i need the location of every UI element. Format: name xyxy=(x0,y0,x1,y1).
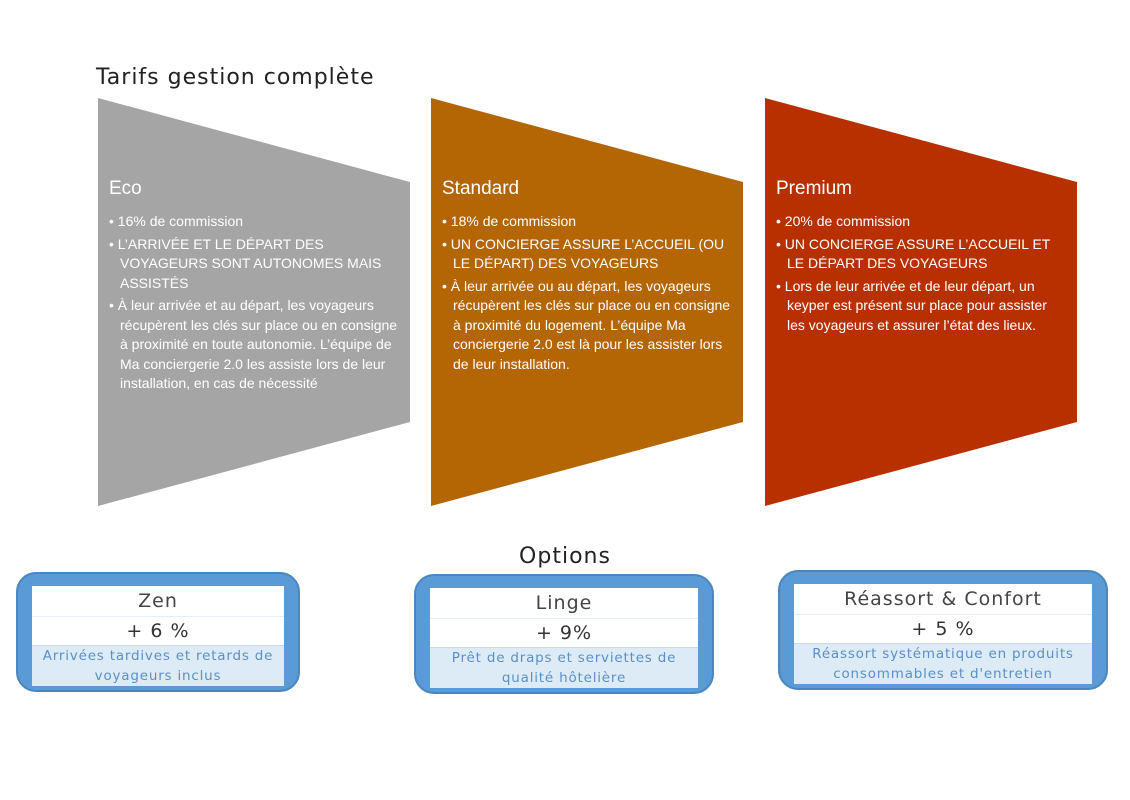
plan-feature: UN CONCIERGE ASSURE L’ACCUEIL (OU LE DÉP… xyxy=(442,235,733,274)
option-card: Zen + 6 % Arrivées tardives et retards d… xyxy=(32,586,284,686)
plan-name: Eco xyxy=(109,178,142,199)
option-price: + 9% xyxy=(535,622,593,644)
plan-feature: 18% de commission xyxy=(442,212,733,232)
option-card: Linge + 9% Prêt de draps et serviettes d… xyxy=(430,588,698,688)
option-description: Réassort systématique en produits consom… xyxy=(794,643,1092,684)
option-reassort-confort: Réassort & Confort + 5 % Réassort systém… xyxy=(778,570,1108,690)
option-name: Zen xyxy=(32,586,284,617)
options-title: Options xyxy=(519,544,611,570)
option-zen: Zen + 6 % Arrivées tardives et retards d… xyxy=(16,572,300,692)
plan-premium: Premium 20% de commission UN CONCIERGE A… xyxy=(765,98,1077,506)
plan-feature: L’ARRIVÉE ET LE DÉPART DES VOYAGEURS SON… xyxy=(109,235,400,294)
plan-features: 20% de commission UN CONCIERGE ASSURE L’… xyxy=(776,212,1067,335)
option-description-line: voyageurs inclus xyxy=(94,668,222,684)
option-description-line: Arrivées tardives et retards de xyxy=(42,648,274,664)
plan-standard: Standard 18% de commission UN CONCIERGE … xyxy=(431,98,743,506)
plan-feature: À leur arrivée ou au départ, les voyageu… xyxy=(442,277,733,375)
option-price: + 6 % xyxy=(126,620,190,642)
plan-feature: UN CONCIERGE ASSURE L’ACCUEIL ET LE DÉPA… xyxy=(776,235,1067,274)
plan-feature: À leur arrivée et au départ, les voyageu… xyxy=(109,296,400,394)
option-description-line: qualité hôtelière xyxy=(501,670,627,686)
option-card: Réassort & Confort + 5 % Réassort systém… xyxy=(794,584,1092,684)
plan-features: 18% de commission UN CONCIERGE ASSURE L’… xyxy=(442,212,733,374)
option-description-line: Réassort systématique en produits xyxy=(812,646,1074,662)
page-title: Tarifs gestion complète xyxy=(96,64,375,90)
option-description: Arrivées tardives et retards de voyageur… xyxy=(32,645,284,686)
plan-name: Standard xyxy=(442,178,520,199)
plan-feature: 20% de commission xyxy=(776,212,1067,232)
plan-feature: Lors de leur arrivée et de leur départ, … xyxy=(776,277,1067,336)
option-linge: Linge + 9% Prêt de draps et serviettes d… xyxy=(414,574,714,694)
option-name: Réassort & Confort xyxy=(794,584,1092,615)
option-description-line: consommables et d'entretien xyxy=(833,666,1053,682)
plan-features: 16% de commission L’ARRIVÉE ET LE DÉPART… xyxy=(109,212,400,394)
option-description-line: Prêt de draps et serviettes de xyxy=(451,650,677,666)
plan-eco: Eco 16% de commission L’ARRIVÉE ET LE DÉ… xyxy=(98,98,410,506)
option-price: + 5 % xyxy=(911,618,975,640)
option-name: Linge xyxy=(430,588,698,619)
plan-feature: 16% de commission xyxy=(109,212,400,232)
plan-name: Premium xyxy=(776,178,853,199)
option-description: Prêt de draps et serviettes de qualité h… xyxy=(430,647,698,688)
